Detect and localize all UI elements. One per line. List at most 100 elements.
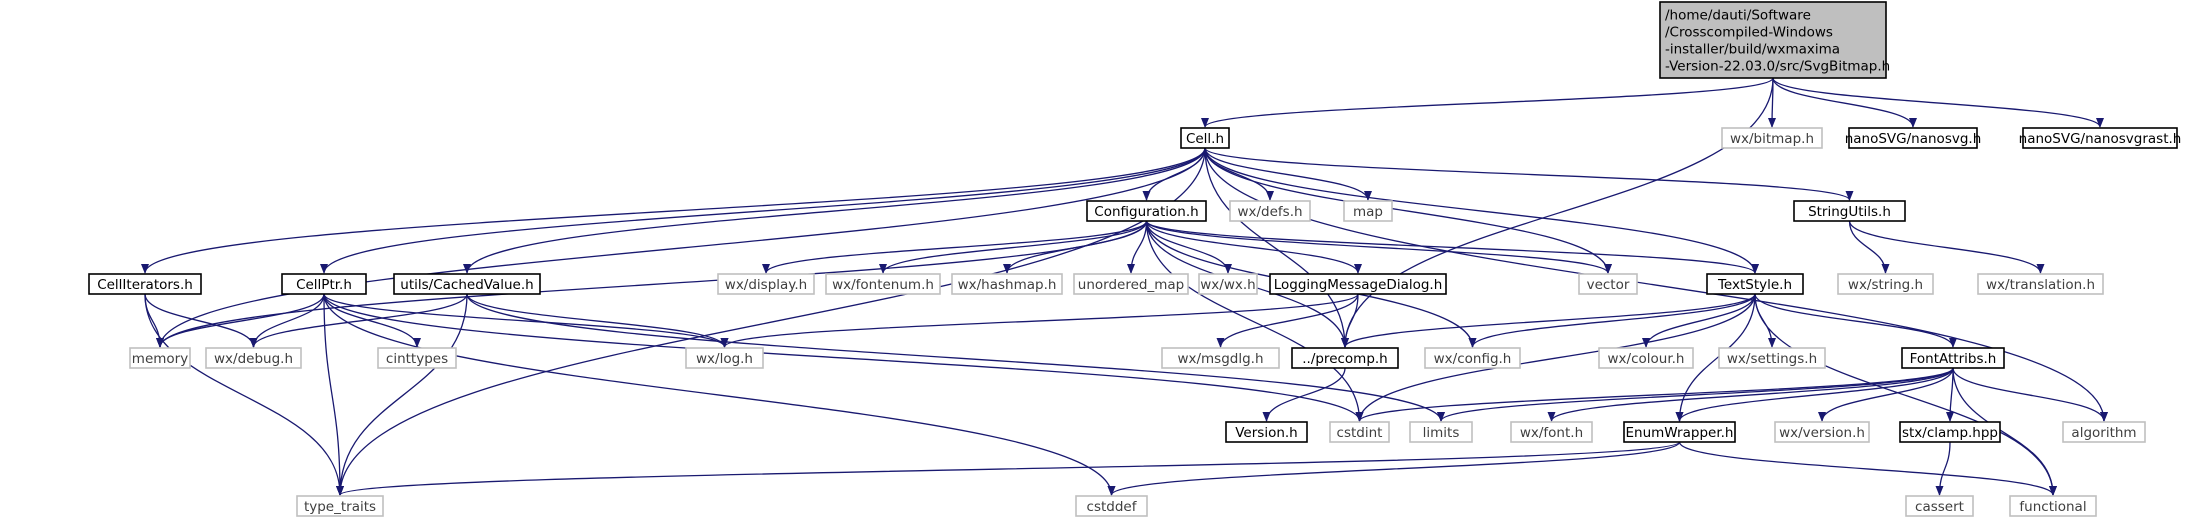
- node-box-enumwrapper: [1623, 421, 1736, 443]
- edge-loggingmsg-wxlog: [720, 293, 1359, 348]
- node-label-memory: memory: [132, 351, 188, 367]
- node-enumwrapper[interactable]: EnumWrapper.h: [1623, 421, 1736, 443]
- edge-textstyle-fontattribs: [1754, 293, 1957, 348]
- edge-root-nanosvg: [1772, 77, 1917, 128]
- node-label-wxdebug: wx/debug.h: [214, 351, 293, 367]
- node-precomp[interactable]: ../precomp.h: [1291, 347, 1399, 369]
- node-box-cell: [1180, 127, 1230, 149]
- node-label-wxconfig: wx/config.h: [1434, 351, 1512, 367]
- edge-configuration-vector: [1145, 220, 1612, 274]
- edge-fontattribs-algorithm: [1952, 367, 2108, 422]
- node-root[interactable]: /home/dauti/Software/Crosscompiled-Windo…: [1659, 1, 1890, 79]
- node-configuration[interactable]: Configuration.h: [1086, 200, 1207, 222]
- node-cassert: cassert: [1905, 495, 1974, 517]
- node-box-nanosvg: [1848, 127, 1978, 149]
- node-label-functional: functional: [2019, 499, 2086, 515]
- node-clamp[interactable]: stx/clamp.hpp: [1899, 421, 2001, 443]
- node-box-textstyle: [1706, 273, 1804, 295]
- node-wxversion: wx/version.h: [1774, 421, 1870, 443]
- node-wxlog: wx/log.h: [685, 347, 764, 369]
- node-label-loggingmsg: LoggingMessageDialog.h: [1274, 277, 1443, 293]
- node-wxsettings: wx/settings.h: [1718, 347, 1826, 369]
- node-celliterators[interactable]: CellIterators.h: [88, 273, 202, 295]
- node-memory: memory: [129, 347, 191, 369]
- edge-textstyle-wxcolour: [1642, 293, 1756, 348]
- node-version[interactable]: Version.h: [1225, 421, 1308, 443]
- node-box-wxversion: [1774, 421, 1870, 443]
- node-box-functional: [2009, 495, 2097, 517]
- node-box-memory: [129, 347, 191, 369]
- node-box-cstdint: [1329, 421, 1390, 443]
- node-label-root-2: -installer/build/wxmaxima: [1665, 42, 1840, 58]
- node-label-typetraits: type_traits: [304, 499, 376, 515]
- node-label-root-3: -Version-22.03.0/src/SvgBitmap.h: [1665, 59, 1890, 75]
- edge-textstyle-functional: [1754, 293, 2057, 496]
- edge-enumwrapper-cstddef: [1107, 441, 1681, 496]
- node-label-wxdisplay: wx/display.h: [725, 277, 807, 293]
- node-cell[interactable]: Cell.h: [1180, 127, 1230, 149]
- edge-cell-typetraits: [336, 147, 1206, 496]
- edge-fontattribs-functional: [1952, 367, 2057, 496]
- edge-fontattribs-wxversion: [1818, 367, 1954, 422]
- node-stringutils[interactable]: StringUtils.h: [1793, 200, 1906, 222]
- edge-cell-stringutils: [1204, 147, 1854, 201]
- node-label-root-1: /Crosscompiled-Windows: [1665, 25, 1833, 41]
- node-label-wxmsgdlg: wx/msgdlg.h: [1177, 351, 1263, 367]
- node-box-version: [1225, 421, 1308, 443]
- node-box-fontattribs: [1901, 347, 2005, 369]
- node-box-cachedvalue: [393, 273, 541, 295]
- edge-configuration-memory: [156, 220, 1148, 348]
- edge-cellptr-memory: [156, 293, 325, 348]
- node-textstyle[interactable]: TextStyle.h: [1706, 273, 1804, 295]
- node-wxdefs: wx/defs.h: [1229, 200, 1311, 222]
- node-box-wxtranslation: [1977, 273, 2104, 295]
- edge-cell-textstyle: [1204, 147, 1759, 274]
- node-box-configuration: [1086, 200, 1207, 222]
- node-vector: vector: [1578, 273, 1638, 295]
- edge-configuration-unorderedmap: [1127, 220, 1148, 274]
- node-box-wxstring: [1837, 273, 1934, 295]
- edge-textstyle-wxconfig: [1468, 293, 1756, 348]
- edge-cell-celliterators: [141, 147, 1206, 274]
- node-label-textstyle: TextStyle.h: [1717, 277, 1792, 293]
- edge-loggingmsg-precomp: [1341, 293, 1359, 348]
- node-label-limits: limits: [1423, 425, 1460, 441]
- node-typetraits: type_traits: [296, 495, 384, 517]
- node-wxhashmap: wx/hashmap.h: [951, 273, 1063, 295]
- node-box-wxcolour: [1598, 347, 1694, 369]
- node-nanosvg[interactable]: nanoSVG/nanosvg.h: [1845, 127, 1982, 149]
- edge-enumwrapper-typetraits: [336, 441, 1681, 496]
- node-box-celliterators: [88, 273, 202, 295]
- node-label-stringutils: StringUtils.h: [1808, 204, 1891, 220]
- node-nanosvgrast[interactable]: nanoSVG/nanosvgrast.h: [2019, 127, 2182, 149]
- edge-celliterators-wxdebug: [144, 293, 258, 348]
- node-fontattribs[interactable]: FontAttribs.h: [1901, 347, 2005, 369]
- edge-fontattribs-cstdint: [1355, 367, 1954, 422]
- node-box-loggingmsg: [1269, 273, 1447, 295]
- node-wxfont: wx/font.h: [1510, 421, 1593, 443]
- edge-textstyle-cstdint: [1355, 293, 1756, 422]
- edge-enumwrapper-functional: [1678, 441, 2057, 496]
- node-label-wxwx: wx/wx.h: [1200, 277, 1255, 293]
- edge-fontattribs-wxfont: [1547, 367, 1954, 422]
- edges-layer: [141, 77, 2108, 496]
- node-box-wxdefs: [1229, 200, 1311, 222]
- node-box-wxdisplay: [717, 273, 815, 295]
- node-cellptr[interactable]: CellPtr.h: [281, 273, 367, 295]
- node-cstddef: cstddef: [1075, 495, 1148, 517]
- node-box-cellptr: [281, 273, 367, 295]
- node-loggingmsg[interactable]: LoggingMessageDialog.h: [1269, 273, 1447, 295]
- node-label-wxfont: wx/font.h: [1520, 425, 1583, 441]
- edge-cell-vector: [1204, 147, 1612, 274]
- edge-fontattribs-enumwrapper: [1675, 367, 1954, 422]
- node-label-enumwrapper: EnumWrapper.h: [1626, 425, 1734, 441]
- node-label-wxstring: wx/string.h: [1848, 277, 1923, 293]
- node-cachedvalue[interactable]: utils/CachedValue.h: [393, 273, 541, 295]
- node-box-limits: [1409, 421, 1473, 443]
- node-label-wxlog: wx/log.h: [696, 351, 753, 367]
- node-box-wxdebug: [205, 347, 302, 369]
- edge-cachedvalue-wxlog: [466, 293, 729, 348]
- node-label-cellptr: CellPtr.h: [296, 277, 352, 293]
- node-box-wxlog: [685, 347, 764, 369]
